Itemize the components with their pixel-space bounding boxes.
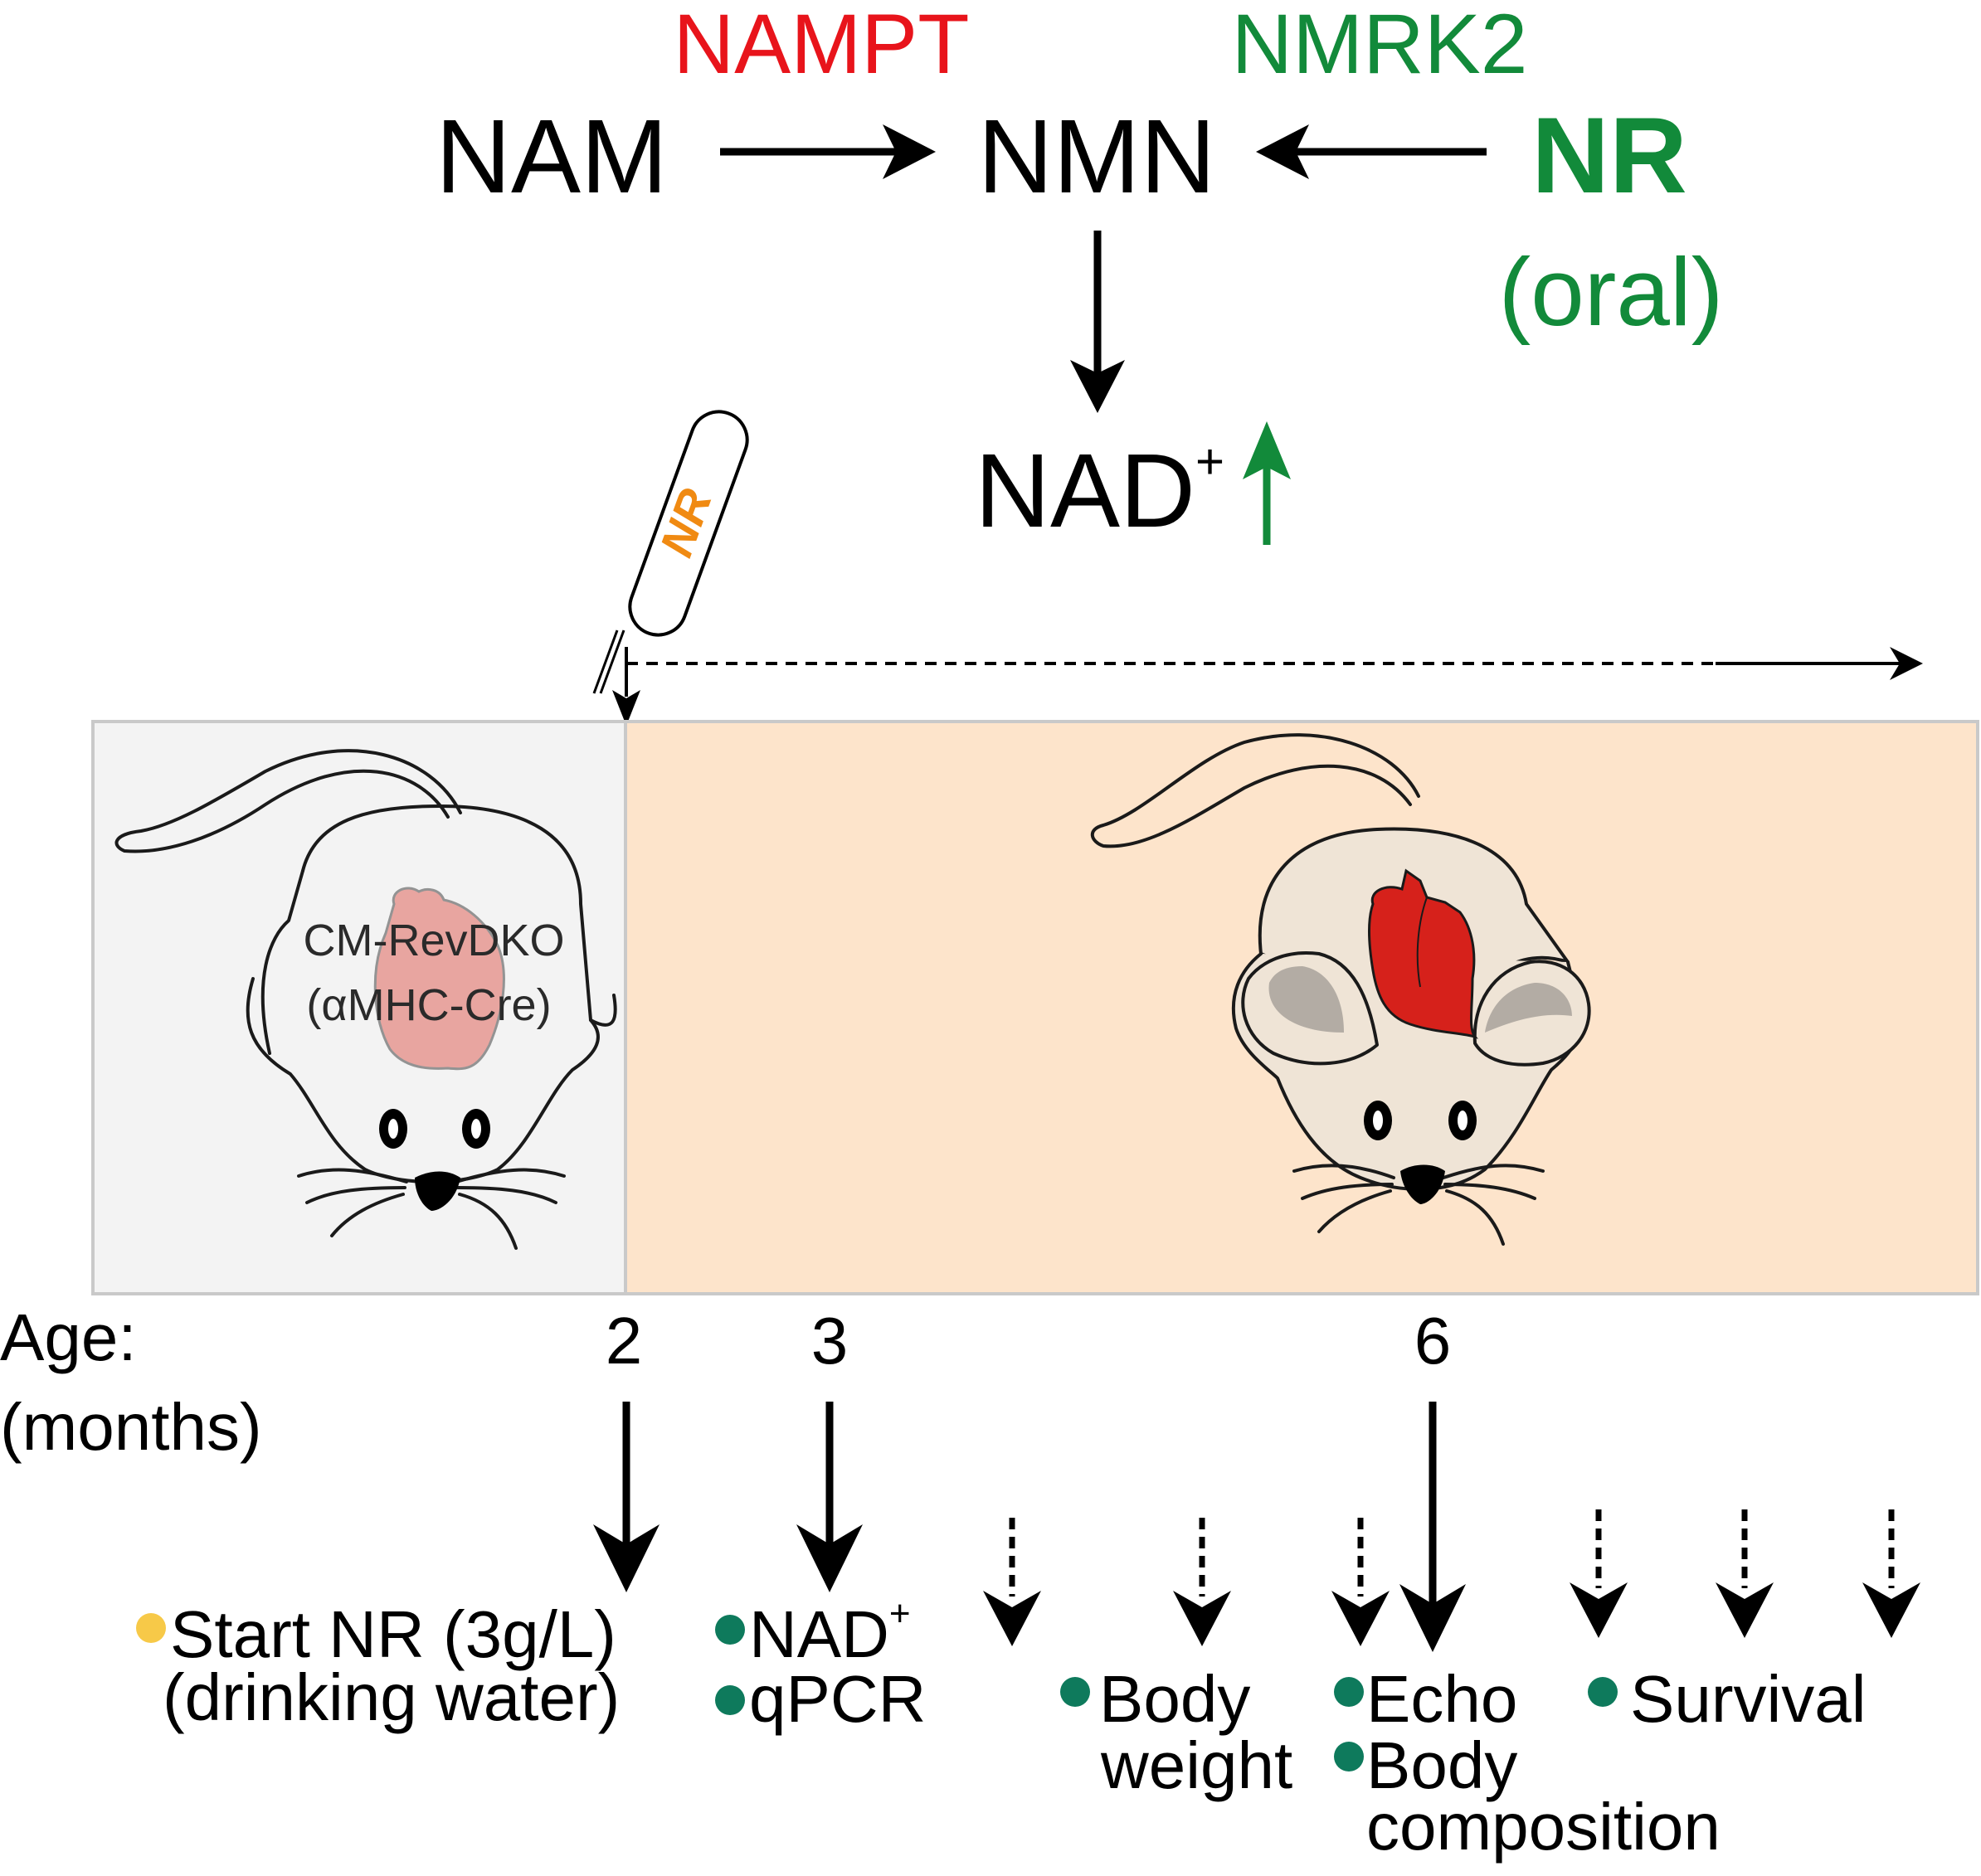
green-up-arrow-icon [1243, 421, 1291, 545]
heart-icon-right [1368, 868, 1479, 1039]
age-label: Age: [0, 1300, 137, 1374]
start-nr-line1: Start NR (3g/L) [170, 1597, 616, 1671]
body-weight-line1: Body [1099, 1662, 1250, 1736]
tick-6: 6 [1414, 1304, 1452, 1378]
mouse-face-left [379, 1109, 490, 1211]
mouse-face-right [1364, 1101, 1477, 1204]
nad-measure-label: NAD+ [749, 1593, 911, 1671]
nmn-label: NMN [978, 98, 1216, 215]
dashed-down-arrow-4 [1570, 1509, 1628, 1638]
bullet-qpcr [715, 1685, 745, 1715]
down-arrow-icon-3mo [796, 1402, 863, 1592]
echo-label: Echo [1366, 1662, 1517, 1736]
body-weight-line2: weight [1100, 1728, 1292, 1802]
bullet-nad [715, 1615, 745, 1645]
mouse-left-line2: (αMHC-Cre) [306, 980, 551, 1030]
tick-2: 2 [606, 1304, 643, 1378]
body-composition-line1: Body [1366, 1728, 1517, 1802]
bullet-body-weight [1060, 1677, 1090, 1707]
nr-route-label: (oral) [1499, 238, 1724, 346]
nad-text: NAD [975, 432, 1195, 549]
bullet-body-composition [1334, 1742, 1364, 1772]
nam-label: NAM [436, 98, 668, 215]
dashed-down-arrow-3 [1331, 1518, 1390, 1646]
nad-measure-text: NAD [749, 1597, 889, 1671]
qpcr-label: qPCR [749, 1662, 926, 1736]
pipette-bottle-icon: NR [592, 410, 749, 694]
dashed-down-arrow-2 [1173, 1518, 1231, 1646]
bullet-echo [1334, 1677, 1364, 1707]
nmn-to-nad-arrow [1070, 231, 1125, 413]
tick-3: 3 [811, 1304, 849, 1378]
treatment-duration-arrow [626, 647, 1923, 680]
nr-label: NR [1531, 95, 1687, 216]
nad-label: NAD+ [975, 432, 1224, 549]
nr-to-nmn-arrow [1256, 124, 1487, 179]
months-label: (months) [0, 1390, 262, 1464]
nam-to-nmn-arrow [720, 124, 936, 179]
start-down-arrow [612, 647, 640, 726]
bullet-survival [1588, 1677, 1618, 1707]
dashed-down-arrow-5 [1716, 1509, 1774, 1638]
dashed-down-arrow-1 [983, 1518, 1041, 1646]
down-arrow-icon-6mo [1399, 1402, 1466, 1652]
bullet-yellow [136, 1613, 166, 1643]
nad-superscript: + [1195, 434, 1224, 489]
nad-measure-sup: + [889, 1593, 911, 1634]
start-nr-line2: (drinking water) [163, 1660, 620, 1734]
body-composition-line2: composition [1366, 1790, 1721, 1864]
down-arrow-icon-2mo [593, 1402, 660, 1592]
nampt-label: NAMPT [674, 0, 970, 91]
dashed-down-arrow-6 [1862, 1509, 1920, 1638]
nmrk2-label: NMRK2 [1231, 0, 1527, 91]
mouse-left-line1: CM-RevDKO [303, 916, 564, 965]
survival-label: Survival [1630, 1662, 1867, 1736]
heart-icon-left [373, 887, 505, 1071]
